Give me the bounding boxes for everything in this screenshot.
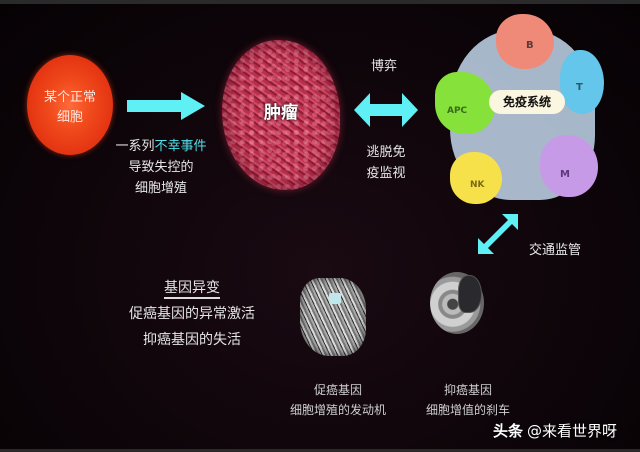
game-label: 博弈 [370, 59, 397, 74]
immune-escape-line1: 逃脱免 [366, 145, 406, 160]
gene-mutation-line2: 抑癌基因的失活 [143, 332, 241, 348]
step1-line2: 导致失控的 [128, 160, 194, 175]
gene-mutation-title: 基因异变 [124, 275, 260, 301]
brake-caliper-illustration [458, 275, 482, 313]
oncogene-caption-line2: 细胞增殖的发动机 [289, 403, 386, 417]
b-cell-illustration: B [496, 14, 554, 69]
gene-mutation-text: 基因异变 促癌基因的异常激活 抑癌基因的失活 [124, 275, 260, 353]
macrophage-illustration: M [540, 135, 598, 197]
normal-cell-label-line1: 某个正常 [43, 90, 96, 105]
right-arrow-icon [127, 92, 205, 120]
double-arrow-icon [354, 93, 418, 127]
watermark-handle: @来看世界呀 [527, 422, 618, 440]
diagonal-double-arrow-icon [478, 214, 518, 254]
uncontrolled-proliferation-text: 一系列不幸事件 导致失控的 细胞增殖 [108, 136, 214, 199]
oncogene-caption: 促癌基因 细胞增殖的发动机 [278, 380, 398, 420]
tumor-suppressor-caption: 抑癌基因 细胞增值的刹车 [420, 380, 516, 420]
immune-system-label: 免疫系统 [489, 90, 565, 114]
tumor-suppressor-caption-line1: 抑癌基因 [443, 383, 492, 397]
traffic-regulation-label: 交通监管 [528, 243, 581, 258]
bottom-border [0, 449, 640, 452]
step1-line3: 细胞增殖 [134, 181, 187, 196]
watermark-brand: 头条 [493, 422, 524, 440]
unfortunate-events-highlight: 不幸事件 [154, 139, 207, 154]
watermark: 头条@来看世界呀 [493, 420, 617, 441]
tumor-label: 肿瘤 [264, 103, 298, 123]
tumor-illustration [222, 40, 340, 190]
normal-cell-label-line2: 细胞 [56, 110, 83, 125]
apc-cell-illustration: APC [435, 72, 495, 134]
nk-cell-illustration: NK [450, 152, 502, 204]
gene-mutation-line1: 促癌基因的异常激活 [129, 306, 255, 322]
top-border [0, 0, 640, 4]
tumor-suppressor-caption-line2: 细胞增值的刹车 [425, 403, 510, 417]
normal-cell-label: 某个正常 细胞 [27, 88, 113, 128]
normal-cell-illustration [27, 55, 113, 155]
engine-illustration [300, 278, 366, 356]
engine-cap-detail [329, 293, 341, 304]
t-cell-illustration: T [560, 50, 604, 114]
step1-line1: 一系列不幸事件 [115, 139, 207, 154]
immune-escape-text: 逃脱免 疫监视 [360, 142, 412, 184]
oncogene-caption-line1: 促癌基因 [313, 383, 362, 397]
immune-escape-line2: 疫监视 [366, 166, 406, 181]
